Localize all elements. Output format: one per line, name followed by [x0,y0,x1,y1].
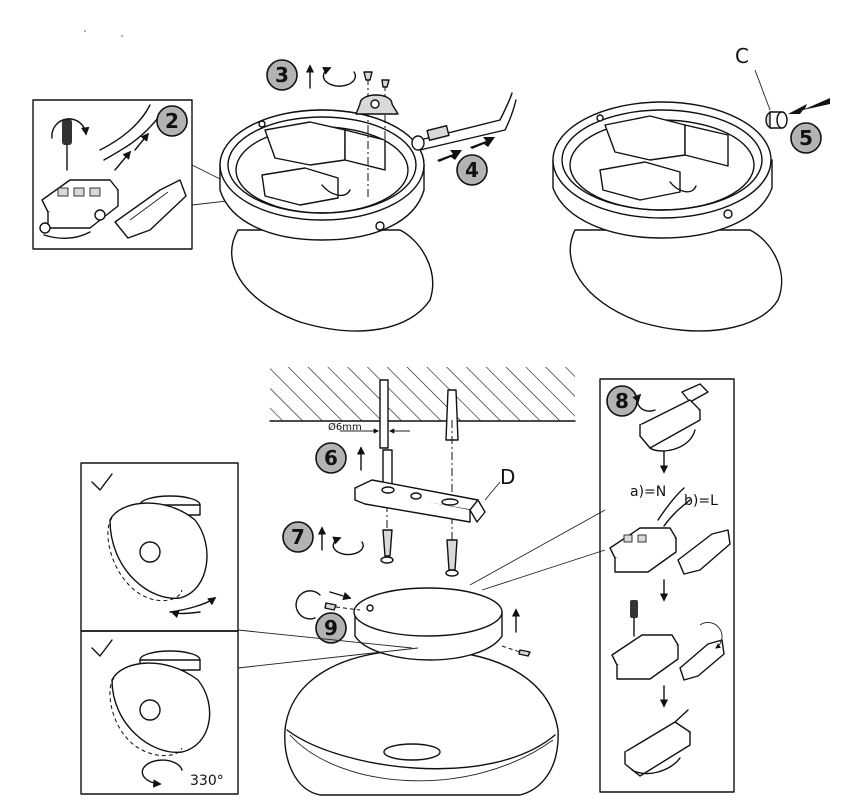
ceiling-section: Ø6mm [269,367,576,560]
rotation-panels: 330° [80,462,239,795]
step6-group: 6 [315,442,393,560]
svg-text:9: 9 [324,616,338,640]
step-badge-4: 4 [456,154,488,186]
check-mark-icon [91,639,113,657]
live-label: b)=L [684,493,718,509]
label-part-d: D [500,465,515,489]
svg-text:4: 4 [465,158,479,182]
step8-wiring-panel: 8 a)=N b)=L [599,378,735,793]
step-badge-6: 6 [315,442,347,474]
check-mark-icon [91,473,113,491]
svg-text:5: 5 [799,126,813,150]
rotation-label: 330° [190,773,224,789]
rotate-arrow-icon [322,66,357,87]
canopy-and-shade: 9 [237,509,606,796]
step-badge-3: 3 [266,59,298,91]
diameter-label: Ø6mm [328,421,362,433]
svg-text:2: 2 [165,109,179,133]
svg-text:3: 3 [275,63,289,87]
svg-text:8: 8 [615,389,629,413]
rotate-arrow-icon [141,759,183,788]
ceiling-mount-assembly-right: C 5 [552,44,830,332]
screwdriver-icon [62,119,72,171]
mounting-bracket-d: D [354,465,515,523]
svg-text:6: 6 [324,446,338,470]
neutral-label: a)=N [630,484,666,500]
screwdriver-icon [630,600,638,637]
step-badge-8: 8 [606,385,638,417]
step-badge-2: 2 [156,105,188,137]
step-badge-5: 5 [790,122,822,154]
step-badge-9: 9 [315,612,347,644]
terminal-block [39,179,119,240]
ceiling-mount-assembly-left: 4 3 [219,59,517,332]
step-badge-7: 7 [282,521,314,553]
svg-text:7: 7 [291,525,305,549]
label-part-c: C [735,44,749,68]
step7-group: 7 [282,521,459,577]
step2-inset: 2 [32,99,281,250]
